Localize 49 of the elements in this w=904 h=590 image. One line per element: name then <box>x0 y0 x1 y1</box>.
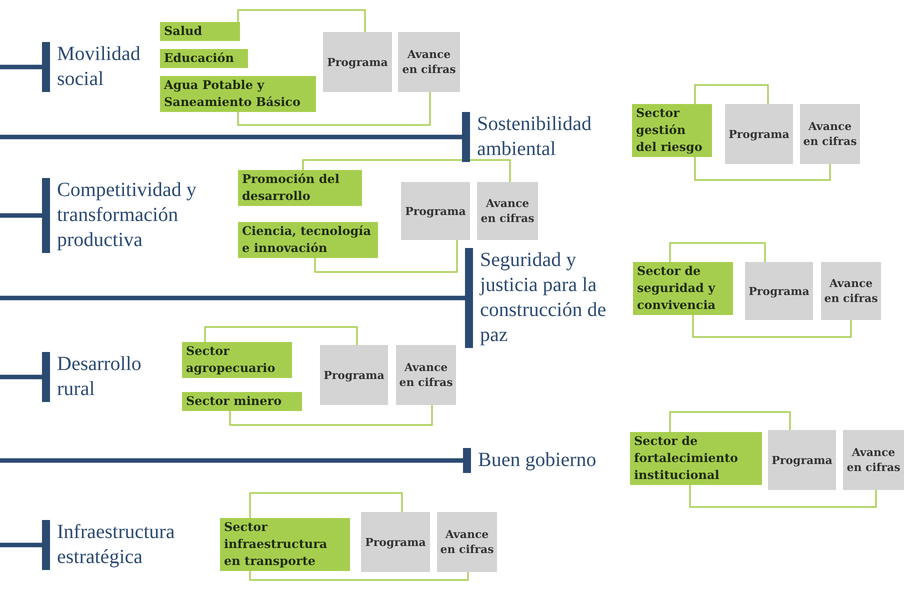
program-box: Programa <box>323 32 392 92</box>
sector-label: Salud <box>160 22 240 41</box>
connector-line <box>694 84 769 104</box>
sector-label: Sector agropecuario <box>182 342 292 378</box>
connector-line <box>249 492 403 518</box>
sector-label: Agua Potable y Saneamiento Básico <box>160 76 316 112</box>
connector-line <box>669 242 766 262</box>
sector-label: Ciencia, tecnología e innovación <box>238 222 378 258</box>
program-box: Programa <box>401 182 470 240</box>
program-box: Programa <box>320 345 388 405</box>
pillar-heading: Desarrollo rural <box>42 352 166 402</box>
connector-line <box>669 411 791 432</box>
figures-box: Avance en cifras <box>437 512 497 572</box>
pillar-heading: Seguridad y justicia para la construcción de paz <box>465 248 617 348</box>
branch-line <box>0 213 42 218</box>
sector-label: Promoción del desarrollo <box>238 170 362 206</box>
branch-line <box>0 374 42 380</box>
connector-line <box>249 571 469 581</box>
program-box: Programa <box>725 104 793 164</box>
branch-line <box>0 542 42 548</box>
figures-box: Avance en cifras <box>843 430 904 490</box>
connector-line <box>694 157 831 181</box>
program-box: Programa <box>361 512 430 572</box>
sector-label: Sector infraestructura en transporte <box>220 518 350 571</box>
connector-line <box>204 326 358 345</box>
figures-box: Avance en cifras <box>821 262 881 320</box>
branch-line <box>0 296 465 300</box>
program-box: Programa <box>768 430 836 490</box>
figures-box: Avance en cifras <box>398 32 460 92</box>
connector-line <box>237 92 431 126</box>
figures-box: Avance en cifras <box>800 104 860 164</box>
branch-line <box>0 64 42 70</box>
figures-box: Avance en cifras <box>477 182 538 240</box>
connector-line <box>237 9 366 32</box>
branch-line <box>0 458 463 463</box>
sector-label: Educación <box>160 49 248 68</box>
sector-label: Sector minero <box>182 392 302 411</box>
program-box: Programa <box>745 262 813 320</box>
sector-label: Sector de seguridad y convivencia <box>633 262 733 315</box>
pillar-heading: Competitividad y transformación productiva <box>42 178 222 253</box>
sector-label: Sector gestión del riesgo <box>632 104 712 157</box>
branch-line <box>0 134 462 140</box>
connector-line <box>229 405 433 426</box>
connector-line <box>302 159 511 182</box>
sector-label: Sector de fortalecimiento institucional <box>630 432 762 485</box>
connector-line <box>692 315 852 338</box>
connector-line <box>689 485 877 508</box>
connector-line <box>314 240 458 273</box>
figures-box: Avance en cifras <box>396 345 456 405</box>
